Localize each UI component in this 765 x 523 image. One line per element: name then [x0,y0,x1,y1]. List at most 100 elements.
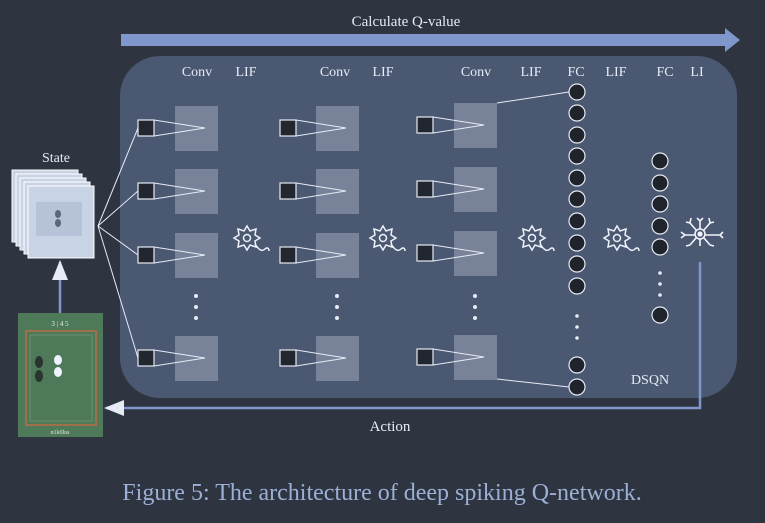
game-score: 3 | 4 5 [51,320,69,328]
lif-neuron-body [602,224,632,252]
kernel-1-1 [137,119,155,137]
receptive-field-2-1 [295,119,347,137]
fc1-neuron [568,277,586,295]
receptive-field-3-1 [432,116,485,134]
state-frame-content [36,202,82,236]
feature-map-3-3 [454,231,497,276]
lif-neuron-axon [254,243,270,252]
right-arrow-icon [121,28,740,52]
fc2-neuron [651,195,669,213]
li-neuron-icon [680,217,724,247]
lif-neuron-icon [232,224,270,252]
feature-map-2-1 [316,106,359,151]
feature-map-3-4 [454,335,497,380]
lif-neuron-icon [602,224,640,252]
fc1-neuron [568,126,586,144]
ellipsis-dot [658,271,662,275]
lif2-label: LIF [373,65,394,80]
feature-map-1-2 [175,169,218,214]
fc1-neuron [568,255,586,273]
feature-map-1-4 [175,336,218,381]
conv3-label: Conv [461,65,491,80]
conv2-label: Conv [320,65,350,80]
ellipsis-dot [194,294,198,298]
lif-neuron-body [517,224,547,252]
lif-neuron-icon [517,224,555,252]
fc1-neuron [568,147,586,165]
calculate-q-value-arrow [121,28,740,52]
kernel-2-3 [279,246,297,264]
kernel-3-1 [416,116,434,134]
feature-map-3-1 [454,103,497,148]
fc1-neuron [568,378,586,396]
ellipsis-dot [194,316,198,320]
lif-neuron-axon [390,243,406,252]
receptive-field-1-2 [153,182,206,200]
lif-neuron-nucleus [378,233,388,243]
fc2-label: FC [656,65,673,80]
kernel-1-3 [137,246,155,264]
state-label: State [42,151,70,166]
kernel-2-4 [279,349,297,367]
kernel-3-3 [416,244,434,262]
state-frame-stack [11,169,95,259]
fan-line [97,127,139,227]
fc1-neurons [568,83,586,396]
game-frame: 3 | 4 5 n1k0lus [18,313,103,437]
kernel-1-2 [137,182,155,200]
conv-to-fc-line-bottom [496,378,570,388]
li-label: LI [690,65,704,80]
feature-map-2-3 [316,233,359,278]
lif-neuron-axon [624,243,640,252]
receptive-field-1-3 [153,246,206,264]
fc2-neuron [651,174,669,192]
fc1-neuron [568,83,586,101]
receptive-field-1-4 [153,349,206,367]
kernel-2-2 [279,182,297,200]
input-fan-lines [97,91,570,388]
lif4-label: LIF [606,65,627,80]
conv1-label: Conv [182,65,212,80]
feature-map-3-2 [454,167,497,212]
figure-caption: Figure 5: The architecture of deep spiki… [122,480,641,506]
receptive-field-3-2 [432,180,485,198]
kernel-3-4 [416,348,434,366]
fc1-neuron [568,234,586,252]
feature-map-2-4 [316,336,359,381]
receptive-field-2-4 [295,349,347,367]
feature-map-2-2 [316,169,359,214]
game-footer: n1k0lus [50,430,70,436]
conv-to-fc-line-top [496,91,570,104]
ellipsis-dot [473,316,477,320]
fan-line [97,225,139,359]
lif-neuron-body [368,224,398,252]
feature-map-1-1 [175,106,218,151]
ellipsis-dot [575,314,579,318]
fan-line [97,225,139,256]
conv-layers [137,103,497,381]
receptive-field-3-4 [432,348,485,366]
action-arrow [104,262,702,416]
receptive-field-2-3 [295,246,347,264]
lif-neuron-nucleus [612,233,622,243]
game-sprites [35,356,43,382]
feature-map-1-3 [175,233,218,278]
network-label: DSQN [631,373,669,388]
fc1-neuron [568,190,586,208]
kernel-2-1 [279,119,297,137]
ellipsis-dot [473,294,477,298]
lif-neuron-nucleus [527,233,537,243]
state-sprite [55,210,61,218]
ellipsis-dot [473,305,477,309]
fc2-neuron [651,306,669,324]
lif-neuron-axon [539,243,555,252]
network-panel [120,56,737,398]
action-label: Action [370,419,411,435]
ellipsis-dot [575,325,579,329]
fc1-neuron [568,169,586,187]
fc2-neuron [651,238,669,256]
lif-neuron-body [232,224,262,252]
ellipsis-dot [658,282,662,286]
